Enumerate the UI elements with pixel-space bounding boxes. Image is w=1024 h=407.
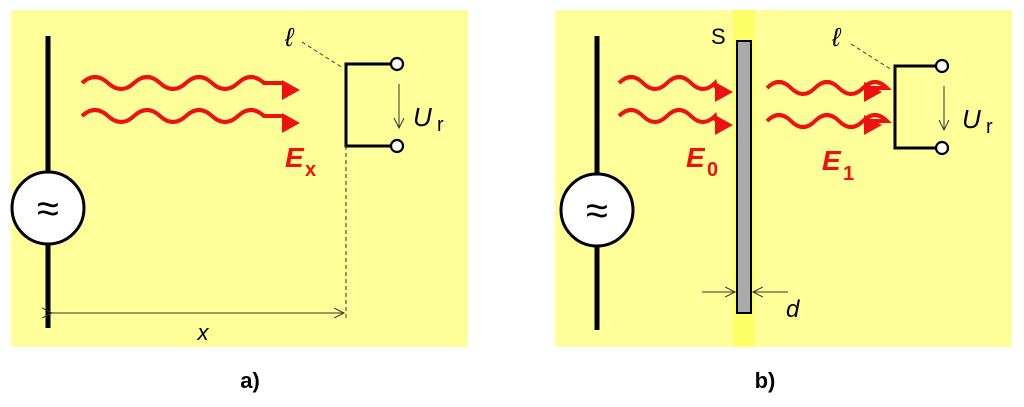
distance-label-x: x (197, 320, 210, 345)
field-label-ex-sub: x (305, 159, 316, 181)
panel-b: ≈ S d E 0 E 1 U r (555, 10, 1012, 347)
wave-upper-incident (617, 75, 718, 91)
field-label-e1-sub: 1 (843, 163, 854, 185)
field-label-e0: E (686, 142, 706, 173)
wave-arrow-upper-incident (715, 82, 733, 102)
wave-group-a (80, 75, 300, 133)
field-label-e0-sub: 0 (707, 159, 718, 181)
thickness-label-d: d (786, 296, 800, 323)
length-leader-a (301, 41, 344, 69)
wave-lower-a (80, 108, 284, 124)
ac-source-symbol-b: ≈ (586, 189, 608, 233)
length-label-b: ℓ (831, 22, 842, 52)
caption-a: a) (240, 368, 260, 393)
wave-arrow-lower-transmitted (864, 115, 882, 135)
length-leader-b (850, 43, 893, 71)
panel-a: ≈ E x U r ℓ x (10, 10, 468, 347)
ac-source-icon (10, 170, 86, 246)
field-label-ex: E (285, 142, 305, 173)
shield-plate (736, 40, 752, 314)
terminal-top-b (934, 58, 950, 74)
field-label-e1: E (822, 145, 842, 176)
caption-b: b) (755, 368, 776, 393)
ac-source-symbol: ≈ (37, 187, 59, 231)
wave-arrow-upper-transmitted (864, 82, 882, 102)
wave-group-incident (617, 75, 733, 135)
wave-arrow-upper-a (282, 80, 300, 100)
wave-arrow-lower-a (282, 113, 300, 133)
ac-source-icon-b (559, 172, 635, 248)
terminal-bottom-b (934, 140, 950, 156)
wave-upper-a (80, 75, 284, 91)
wave-lower-incident (617, 108, 718, 124)
voltage-label-a: U (413, 102, 432, 132)
shield-label-s: S (711, 24, 726, 49)
length-label-a: ℓ (284, 22, 295, 52)
voltage-label-b: U (962, 104, 981, 134)
voltage-label-a-sub: r (437, 114, 444, 136)
receiver-loop-b (893, 64, 941, 150)
terminal-bottom-a (389, 138, 405, 154)
wave-group-transmitted (765, 80, 892, 135)
terminal-top-a (389, 56, 405, 72)
wave-arrow-lower-incident (715, 115, 733, 135)
receiver-loop (344, 62, 396, 148)
voltage-label-b-sub: r (986, 116, 993, 138)
